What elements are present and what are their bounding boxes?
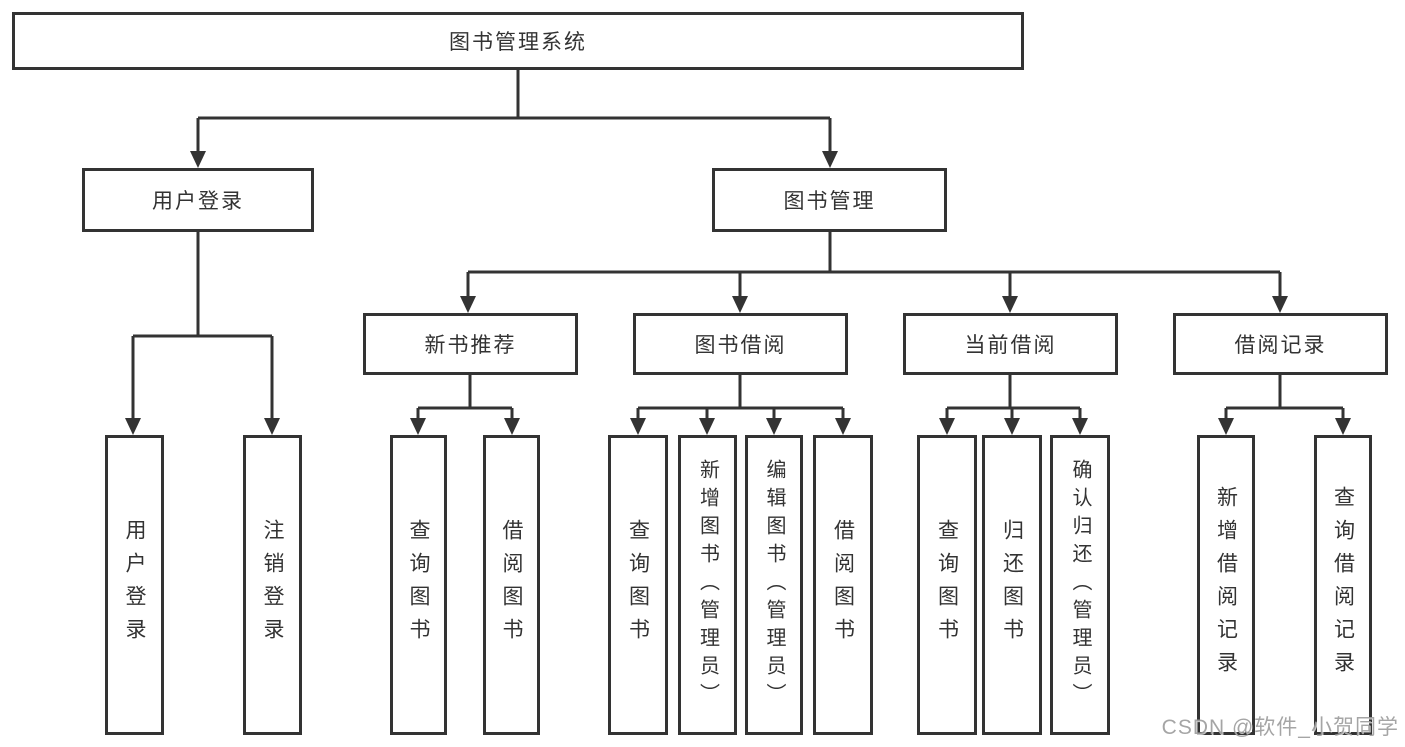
- leaf-add-books-admin-label: 新增图书（管理员）: [696, 459, 719, 711]
- node-book-borrow: 图书借阅: [633, 313, 848, 375]
- node-user-login: 用户登录: [82, 168, 314, 232]
- leaf-return-books-label: 归还图书: [1000, 519, 1024, 651]
- node-book-management: 图书管理: [712, 168, 947, 232]
- leaf-add-books-admin: 新增图书（管理员）: [678, 435, 737, 735]
- node-current-borrow-label: 当前借阅: [964, 334, 1057, 357]
- node-borrow-records: 借阅记录: [1173, 313, 1388, 375]
- node-current-borrow: 当前借阅: [903, 313, 1118, 375]
- node-borrow-records-label: 借阅记录: [1234, 334, 1327, 357]
- leaf-query-books-2-label: 查询图书: [626, 519, 650, 651]
- leaf-borrow-books-2: 借阅图书: [813, 435, 873, 735]
- leaf-borrow-books-1: 借阅图书: [483, 435, 540, 735]
- leaf-logout: 注销登录: [243, 435, 302, 735]
- leaf-confirm-return-admin-label: 确认归还（管理员）: [1069, 459, 1091, 711]
- leaf-add-borrow-record-label: 新增借阅记录: [1214, 486, 1238, 684]
- leaf-user-login: 用户登录: [105, 435, 164, 735]
- leaf-query-books-3-label: 查询图书: [935, 519, 959, 651]
- watermark: CSDN @软件_小贺同学: [1161, 716, 1399, 739]
- node-new-book-recommend: 新书推荐: [363, 313, 578, 375]
- leaf-query-books-3: 查询图书: [917, 435, 977, 735]
- leaf-user-login-label: 用户登录: [123, 519, 146, 651]
- leaf-return-books: 归还图书: [982, 435, 1042, 735]
- leaf-query-borrow-record: 查询借阅记录: [1314, 435, 1372, 735]
- node-root-label: 图书管理系统: [449, 31, 587, 54]
- leaf-borrow-books-2-label: 借阅图书: [831, 519, 855, 651]
- leaf-logout-label: 注销登录: [261, 519, 284, 651]
- node-book-borrow-label: 图书借阅: [694, 334, 787, 357]
- leaf-query-books-1: 查询图书: [390, 435, 447, 735]
- leaf-query-borrow-record-label: 查询借阅记录: [1331, 486, 1355, 684]
- arrowheads: [125, 151, 1351, 435]
- leaf-edit-books-admin-label: 编辑图书（管理员）: [763, 459, 785, 711]
- node-user-login-label: 用户登录: [152, 190, 244, 213]
- node-root: 图书管理系统: [12, 12, 1024, 70]
- leaf-confirm-return-admin: 确认归还（管理员）: [1050, 435, 1110, 735]
- leaf-edit-books-admin: 编辑图书（管理员）: [745, 435, 803, 735]
- leaf-add-borrow-record: 新增借阅记录: [1197, 435, 1255, 735]
- node-book-management-label: 图书管理: [783, 190, 876, 213]
- leaf-query-books-1-label: 查询图书: [407, 519, 430, 651]
- leaf-query-books-2: 查询图书: [608, 435, 668, 735]
- leaf-borrow-books-1-label: 借阅图书: [500, 519, 523, 651]
- node-new-book-recommend-label: 新书推荐: [424, 334, 517, 357]
